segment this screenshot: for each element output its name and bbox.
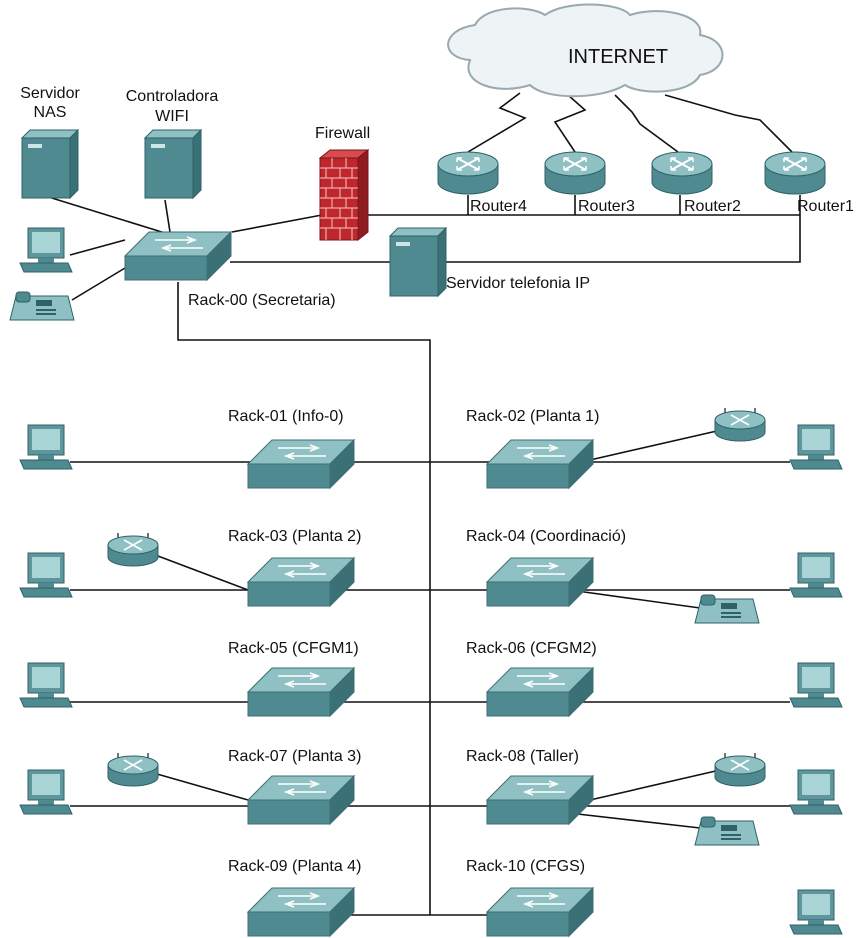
router3-label: Router3 [578,198,635,215]
rack-03-switch-icon [247,557,355,607]
rack-01-pc-icon [19,424,73,470]
rack-00-switch-icon [124,231,232,281]
rack-06-pc-icon [789,662,843,708]
secretaria-phone-icon [9,291,75,321]
rack-05-label: Rack-05 (CFGM1) [228,640,359,657]
rack-04-switch-icon [486,557,594,607]
rack-10-switch-icon [486,887,594,937]
rack-03-pc-icon [19,552,73,598]
rack-06-switch-icon [486,667,594,717]
rack-08-label: Rack-08 (Taller) [466,748,579,765]
rack-10-pc-icon [789,889,843,935]
router1-label: Router1 [797,198,854,215]
rack-04-phone-icon [694,594,760,624]
rack-08-switch-icon [486,775,594,825]
rack-07-access-point-icon [107,752,159,787]
rack-07-pc-icon [19,769,73,815]
rack-06-label: Rack-06 (CFGM2) [466,640,597,657]
secretaria-pc-icon [19,227,73,273]
rack-08-phone-icon [694,816,760,846]
rack-02-access-point-icon [714,407,766,442]
rack-02-pc-icon [789,424,843,470]
wifi-controller-server-icon [144,129,202,199]
rack-04-pc-icon [789,552,843,598]
rack-09-label: Rack-09 (Planta 4) [228,858,362,875]
rack-05-switch-icon [247,667,355,717]
nas-label-line2: NAS [33,104,67,121]
rack-03-label: Rack-03 (Planta 2) [228,528,362,545]
rack-07-switch-icon [247,775,355,825]
internet-label: INTERNET [568,46,668,68]
rack-08-pc-icon [789,769,843,815]
rack-10-label: Rack-10 (CFGS) [466,858,586,875]
rack-01-label: Rack-01 (Info-0) [228,408,344,425]
rack-08-access-point-icon [714,752,766,787]
rack-02-switch-icon [486,439,594,489]
rack-03-access-point-icon [107,532,159,567]
router4-icon [437,151,499,195]
nas-server-icon [21,129,79,199]
router2-icon [651,151,713,195]
ip-telephony-server-label: Servidor telefonia IP [446,275,591,292]
rack-09-switch-icon [247,887,355,937]
wifi-controller-label-line1: Controladora [125,88,219,105]
rack-07-label: Rack-07 (Planta 3) [228,748,362,765]
rack-01-switch-icon [247,439,355,489]
wifi-controller-label-line2: WIFI [155,108,189,125]
internet-cloud [447,3,724,98]
firewall-icon [318,148,370,242]
ip-telephony-server-icon [389,227,447,297]
router2-label: Router2 [684,198,741,215]
rack-02-label: Rack-02 (Planta 1) [466,408,600,425]
router4-label: Router4 [470,198,527,215]
router1-icon [764,151,826,195]
router3-icon [544,151,606,195]
rack-05-pc-icon [19,662,73,708]
rack-00-label: Rack-00 (Secretaria) [188,292,336,309]
firewall-label: Firewall [315,125,371,142]
nas-label-line1: Servidor [20,85,80,102]
rack-04-label: Rack-04 (Coordinació) [466,528,627,545]
